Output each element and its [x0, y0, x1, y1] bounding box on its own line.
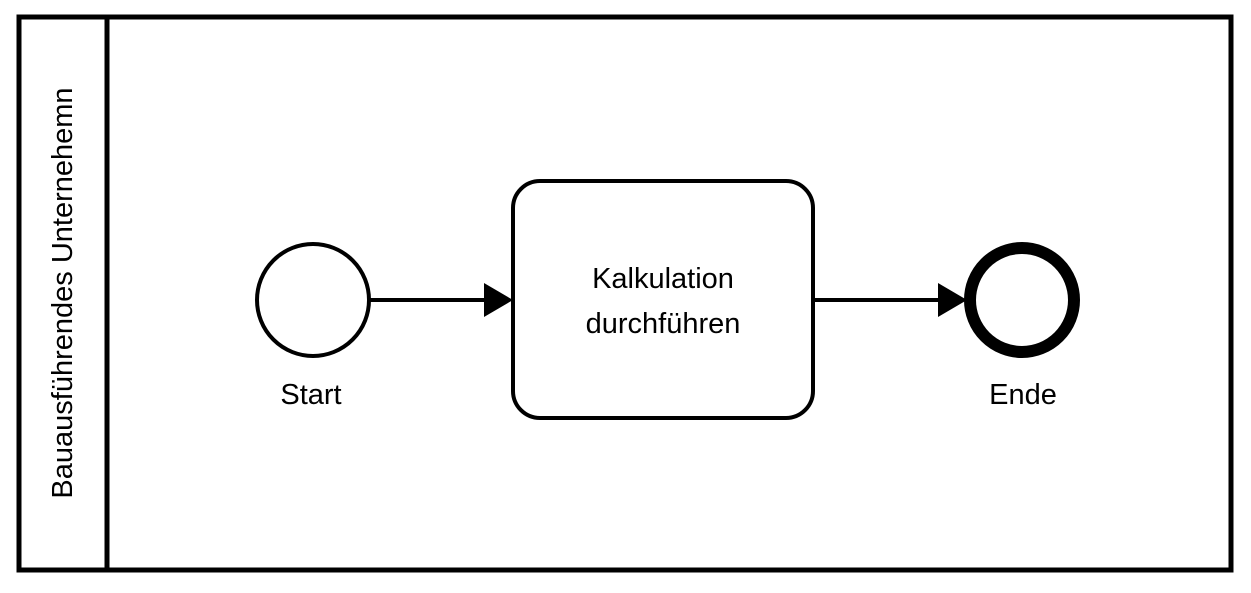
task-label-line1: Kalkulation: [592, 263, 734, 295]
arrowhead-task-to-end: [938, 283, 967, 317]
arrowhead-start-to-task: [484, 283, 513, 317]
task-kalkulation[interactable]: [511, 179, 815, 420]
end-event[interactable]: [964, 242, 1080, 358]
end-event-label: Ende: [989, 379, 1057, 411]
task-label-line2: durchführen: [586, 308, 741, 340]
start-event-label: Start: [280, 379, 341, 411]
lane-label: Bauausführendes Unternehemn: [47, 87, 79, 498]
start-event[interactable]: [255, 242, 371, 358]
